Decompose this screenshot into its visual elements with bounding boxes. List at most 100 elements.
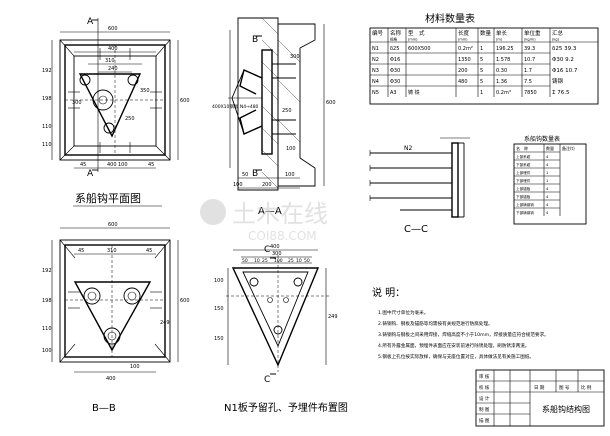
bb-dim: 249 [160,320,170,326]
plan-dim: 45 [80,162,86,168]
plan-dim: 192 [42,68,52,74]
notes-line: 3.铸钢钩与钢板之间采用焊接，焊缝高度不小于10mm，焊接质量应符合规范要求。 [378,331,549,338]
plan-view: A A 600 400 310 240 400 100 45 45 600 19… [42,17,190,207]
notes-line: 2.铸钢钩、钢板及锚筋等均需按有关规范进行防腐处理。 [378,320,493,327]
aa-mark: B [252,169,258,179]
bb-dim: 45 [78,248,84,254]
bb-dim: 400 [106,376,116,382]
title-cell: 图 号 [559,385,570,391]
plan-bolt-hole [103,122,115,134]
small-table-cell: 4 [546,195,549,199]
small-table-cell: 4 [546,187,549,191]
n1-dim: 100 [274,258,283,264]
material-table: 材料数量表 编号名称规格型 式(mm)长度(mm)数量单长(m)单位重(kg/m… [369,12,599,105]
n1-dim: 10 [296,258,302,264]
plan-dim: 110 [42,142,52,148]
aa-wall-profile [277,23,316,187]
plan-dim: 600 [108,26,118,32]
cc-plate [451,142,459,218]
cc-anchor-bars [369,150,452,211]
n1-mark: C [264,375,270,385]
plan-dim: 400 [107,162,117,168]
plan-dim: 600 [180,98,190,104]
n1-plate-view: C C 400 300 50 10 10 50 25 100 25 249 10… [214,244,348,414]
material-table-cell: A3 [390,90,397,96]
title-label: 审 核 [479,373,490,380]
small-table-header: 备注(t) [562,145,575,151]
bb-dim: 198 [42,298,52,304]
material-table-cell: δ25 [390,46,399,52]
small-table-cell: 上部铸钢钩 [516,202,534,207]
material-table-cell: 1 [480,46,483,52]
small-table-cell: 4 [546,203,549,207]
drawing-title: 系船钩结构图 [542,404,590,414]
plan-dim: 100 [118,162,128,168]
small-table-cell: 4 [546,211,549,215]
n1-dim: 400 [270,244,280,250]
aa-dim: 100 [286,146,296,152]
plan-section-mark: A [87,17,94,27]
plan-bolt-hole [127,74,139,86]
title-block: 审 核 校 核 设 计 制 图 描 图 日 期 图 号 比 例 系船钩结构图 [475,369,605,427]
material-table-cell: N3 [372,68,379,74]
material-table-cell: N4 [372,79,379,85]
aa-dim: 100 [285,172,295,178]
bb-bolt [83,287,101,305]
small-table-header: 名 称 [516,145,528,151]
notes-title: 说 明： [372,286,405,299]
n1-dim: 25 [288,258,294,264]
material-table-cell: 1350 [458,57,471,63]
plan-hook-base [78,73,142,138]
small-table-header: 数量 [546,145,554,151]
aa-dim: 300 [290,54,300,60]
bb-outer-frame [64,244,166,358]
small-table-cell: 下部埋件 [516,178,531,183]
material-table-header: 汇总 [552,29,564,37]
plan-bolt-hole [79,74,91,86]
material-table-header: 长度 [458,29,470,37]
plan-dim: 110 [42,124,52,130]
plan-dim: 45 [148,162,154,168]
notes-block: 说 明： 1.图中尺寸单位为毫米。 2.铸钢钩、钢板及锚筋等均需按有关规范进行防… [372,286,549,360]
material-table-subheader: (mm) [458,38,468,42]
small-table-cell: 上部埋件 [516,170,531,175]
material-table-subheader: (m) [496,38,503,42]
material-table-subheader: (mm) [408,38,418,42]
bb-triangle-base [73,281,152,352]
material-table-cell: 480 [458,79,468,85]
aa-dim: 50 [242,172,248,178]
watermark: 土木在线 COI88.COM [200,199,328,243]
material-table-cell: 1.36 [496,79,507,85]
material-table-header: 数量 [480,29,492,37]
bb-dim: 600 [180,298,190,304]
plan-section-mark: A [87,169,94,179]
material-table-header: 名称 [390,29,402,37]
n1-dim: 50 [242,258,248,264]
aa-note: 400X10钢板 N4→480 [212,103,259,110]
small-table-cell: 上部系缆 [516,154,531,159]
material-table-cell: 5 [480,79,483,85]
n1-dim: 150 [214,306,224,312]
title-label: 设 计 [479,395,490,402]
plan-dim: 400 [108,46,118,52]
bb-dim: 192 [42,268,52,274]
material-table-cell: 5 [480,68,483,74]
material-table-cell: 39.3 [524,46,535,52]
plan-dim: 300 [72,100,82,106]
bb-caption: B—B [92,403,116,414]
watermark-text: 土木在线 [232,200,328,228]
n1-dim: 100 [214,278,224,284]
small-table-cell: 下部铸钢钩 [516,210,534,215]
title-label: 制 图 [479,406,490,413]
material-table-cell: 5 [480,57,483,63]
n1-hole [249,277,259,287]
material-table-cell: Σ 76.5 [552,90,570,96]
material-table-cell: 196.25 [496,46,514,52]
small-table-cell: 下部锚板 [516,194,531,199]
small-table-title: 系船钩数量表 [524,135,560,143]
small-table-cell: 上部锚板 [516,186,531,191]
title-cell: 比 例 [581,384,592,391]
